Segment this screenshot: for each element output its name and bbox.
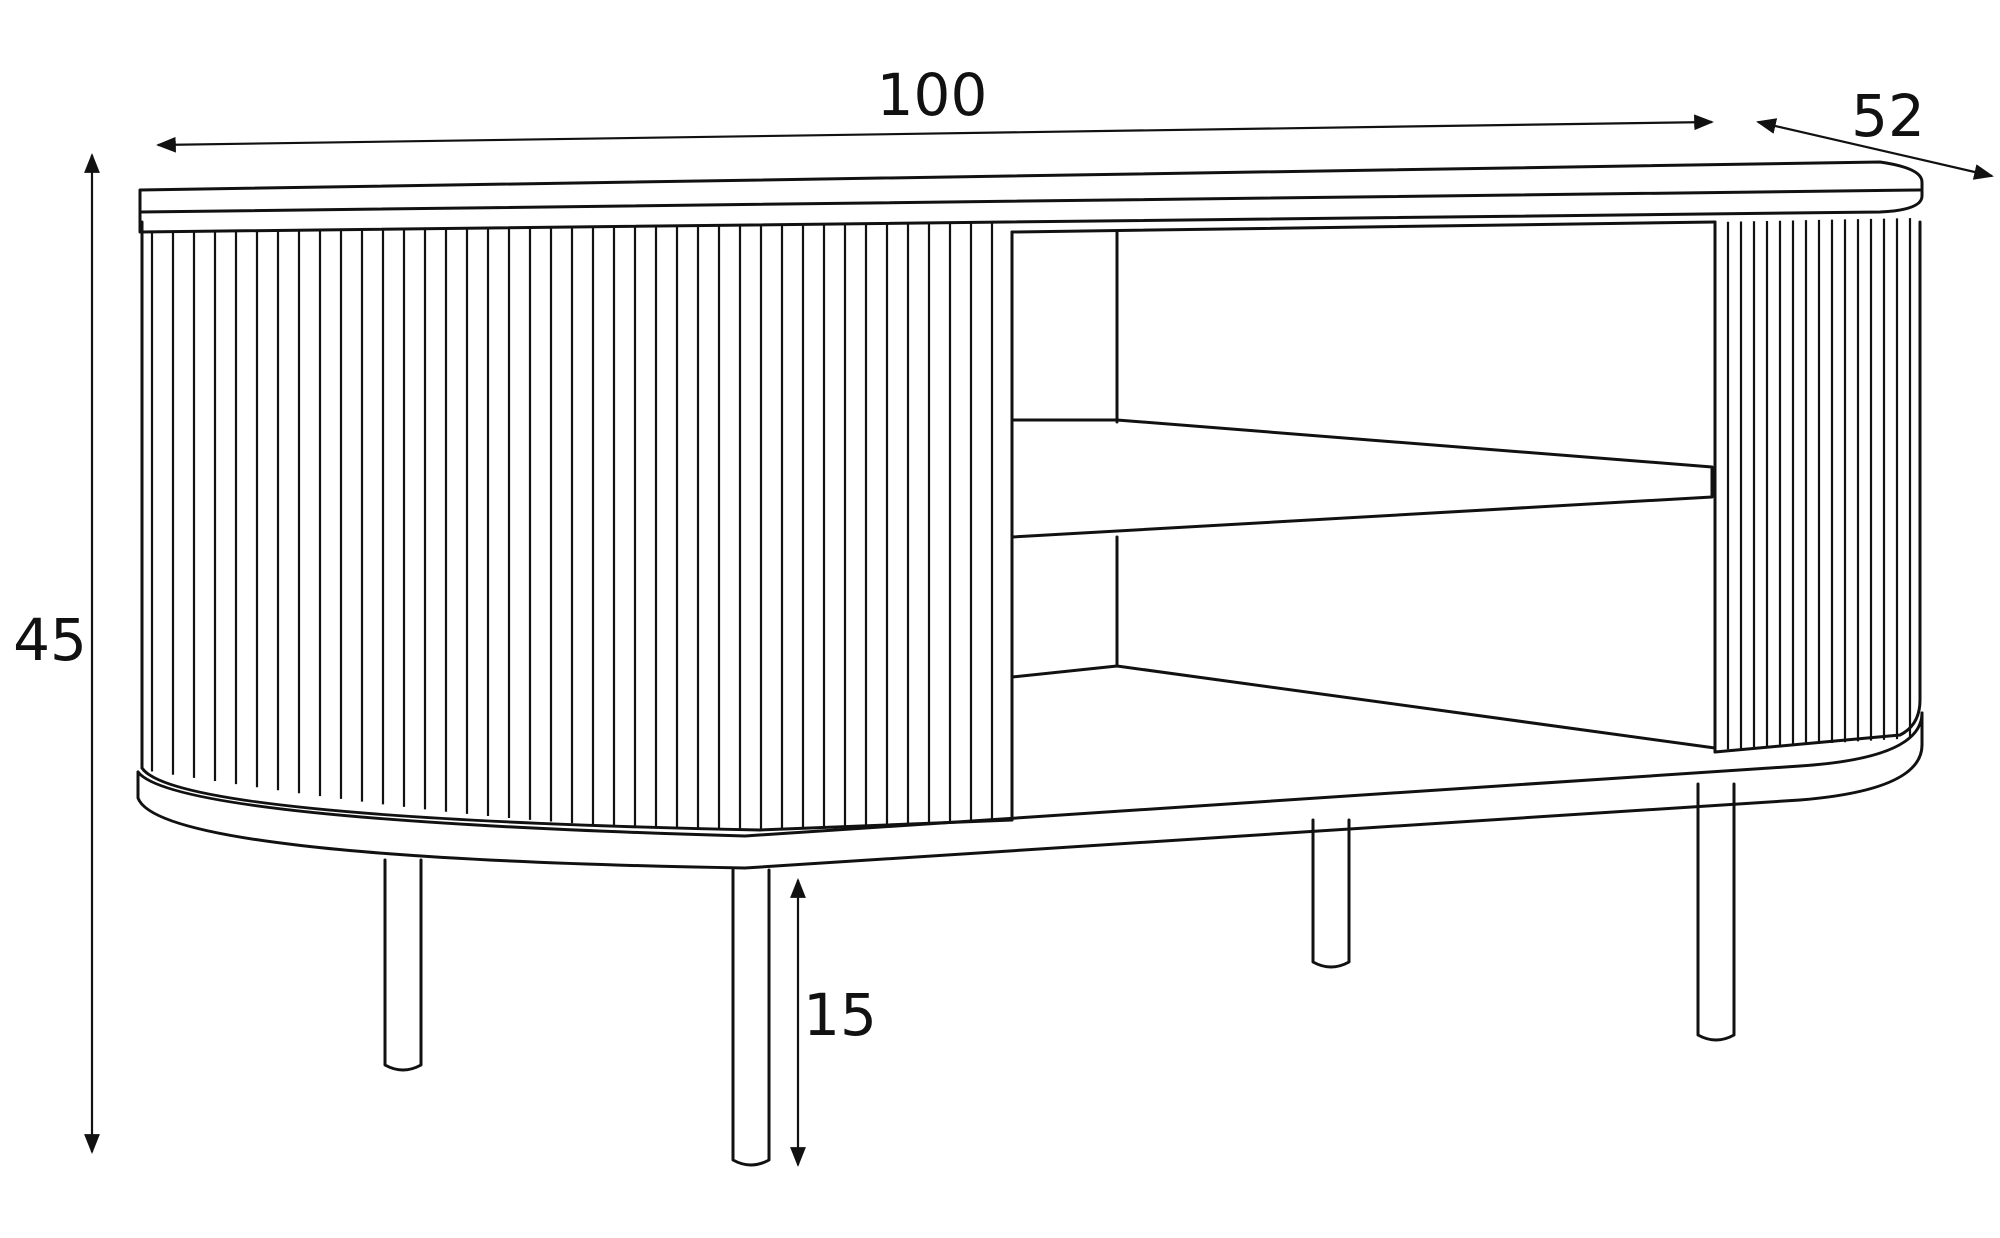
right-panel-slats	[1726, 218, 1912, 750]
leg-height-label: 15	[803, 981, 877, 1049]
height-dimension: 45	[13, 153, 100, 1154]
bottom-plate	[136, 711, 1924, 870]
left-door-slats	[150, 222, 994, 830]
leg-front	[731, 868, 771, 1167]
left-tambour-door	[140, 220, 1014, 832]
height-label: 45	[13, 606, 87, 674]
leg-height-dimension: 15	[790, 878, 877, 1167]
depth-dimension: 52	[1756, 82, 1994, 180]
right-tambour-panel	[1713, 218, 1922, 754]
legs	[383, 782, 1736, 1167]
leg-left	[383, 858, 423, 1072]
width-dimension: 100	[156, 61, 1714, 153]
tabletop	[138, 160, 1924, 234]
width-label: 100	[877, 61, 988, 129]
depth-label: 52	[1851, 82, 1925, 150]
open-compartment	[1010, 220, 1717, 754]
leg-far-right	[1696, 782, 1736, 1042]
leg-back-right	[1311, 818, 1351, 969]
